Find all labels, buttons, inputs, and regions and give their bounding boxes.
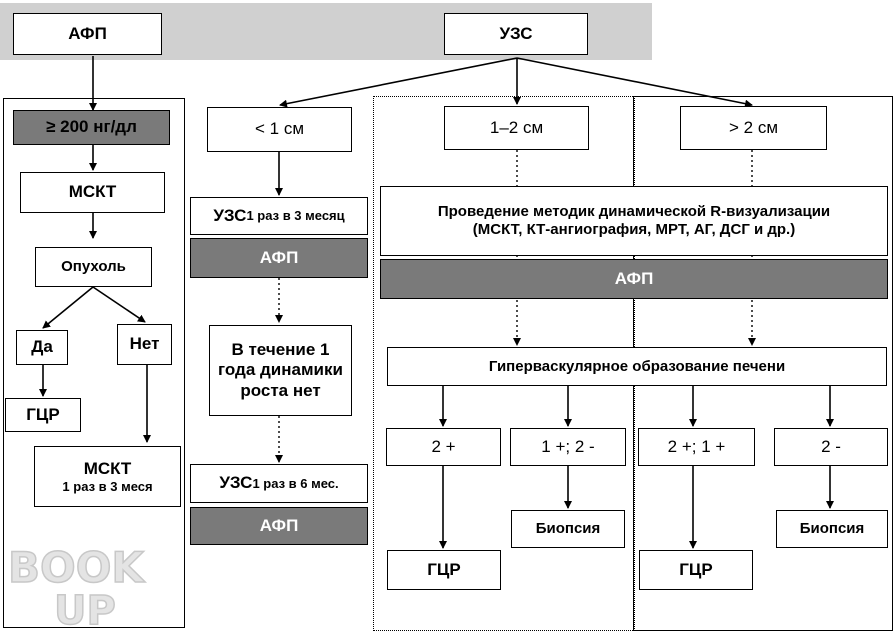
uzs-top-label: УЗС (499, 23, 533, 43)
yes-label: Да (31, 337, 53, 357)
mskt-box: МСКТ (20, 172, 165, 213)
threshold-box: ≥ 200 нг/дл (13, 110, 170, 145)
no-growth-line-3: роста нет (240, 380, 321, 400)
threshold-label: ≥ 200 нг/дл (46, 117, 137, 137)
result-2plus-1plus-box: 2 +; 1 + (638, 428, 755, 466)
uzs-top-box: УЗС (444, 13, 588, 55)
result-2plus-box: 2 + (386, 428, 501, 466)
size-lt1-label: < 1 см (254, 119, 305, 139)
afp-top-box: АФП (13, 13, 162, 55)
afp-wide-box: АФП (380, 259, 888, 299)
methods-line-1: Проведение методик динамической R-визуал… (437, 203, 831, 220)
no-growth-line-1: В течение 1 (231, 339, 330, 359)
size-gt2-label: > 2 см (728, 117, 779, 137)
afp-wide-label: АФП (614, 268, 654, 288)
tumor-label: Опухоль (61, 258, 126, 275)
size-lt1-box: < 1 см (207, 107, 352, 152)
mskt2-box: МСКТ 1 раз в 3 меся (34, 446, 181, 507)
size-1-2-label: 1–2 см (489, 117, 544, 137)
mskt2-title: МСКТ (83, 458, 132, 478)
afp-lt1-box-1: АФП (190, 238, 368, 278)
afp-lt1-label-2: АФП (259, 515, 299, 535)
hcc-box-2: ГЦР (639, 550, 753, 590)
left-panel (3, 98, 185, 628)
hcc-box-1: ГЦР (387, 550, 501, 590)
result-2plus-label: 2 + (431, 436, 456, 456)
result-2plus-1plus-label: 2 +; 1 + (667, 436, 726, 456)
watermark-line-2: UP (54, 588, 116, 628)
yes-box: Да (16, 330, 68, 365)
hcc-label-1: ГЦР (427, 559, 461, 579)
biopsy-box-1: Биопсия (511, 510, 625, 548)
tumor-box: Опухоль (35, 247, 152, 287)
biopsy-label-1: Биопсия (535, 520, 601, 537)
result-2minus-box: 2 - (774, 428, 888, 466)
hypervascular-box: Гиперваскулярное образование печени (387, 347, 887, 386)
no-growth-box: В течение 1 года динамики роста нет (209, 325, 352, 416)
mskt2-sub: 1 раз в 3 меся (62, 478, 153, 494)
result-1plus-2minus-label: 1 +; 2 - (541, 436, 595, 456)
mskt-label: МСКТ (68, 182, 117, 202)
afp-top-label: АФП (68, 23, 107, 43)
no-box: Нет (117, 324, 172, 365)
biopsy-box-2: Биопсия (776, 510, 888, 548)
uzs-3m-sub: 1 раз в 3 месяц (246, 208, 345, 224)
methods-line-2: (МСКТ, КТ-ангиография, МРТ, АГ, ДСГ и др… (472, 221, 796, 238)
uzs-3m-box: УЗС 1 раз в 3 месяц (190, 197, 368, 235)
result-2minus-label: 2 - (821, 436, 841, 456)
hcc-left-label: ГЦР (26, 404, 60, 424)
bookup-watermark-logo: BOOK UP (7, 542, 146, 628)
uzs-6m-main: УЗС (219, 473, 253, 493)
no-growth-line-2: года динамики (218, 360, 343, 380)
hypervascular-label: Гиперваскулярное образование печени (488, 357, 786, 375)
afp-lt1-label-1: АФП (259, 247, 299, 267)
result-1plus-2minus-box: 1 +; 2 - (510, 428, 626, 466)
watermark-line-1: BOOK (8, 543, 145, 592)
uzs-3m-main: УЗС (213, 205, 247, 225)
afp-lt1-box-2: АФП (190, 507, 368, 545)
hcc-left-box: ГЦР (5, 398, 81, 432)
uzs-6m-sub: 1 раз в 6 мес. (252, 475, 339, 491)
size-gt2-box: > 2 см (680, 106, 827, 150)
no-label: Нет (129, 334, 160, 354)
uzs-6m-box: УЗС 1 раз в 6 мес. (190, 464, 368, 503)
biopsy-label-2: Биопсия (799, 520, 865, 537)
hcc-label-2: ГЦР (679, 559, 713, 579)
size-1-2-box: 1–2 см (444, 106, 589, 150)
methods-box: Проведение методик динамической R-визуал… (380, 186, 888, 256)
